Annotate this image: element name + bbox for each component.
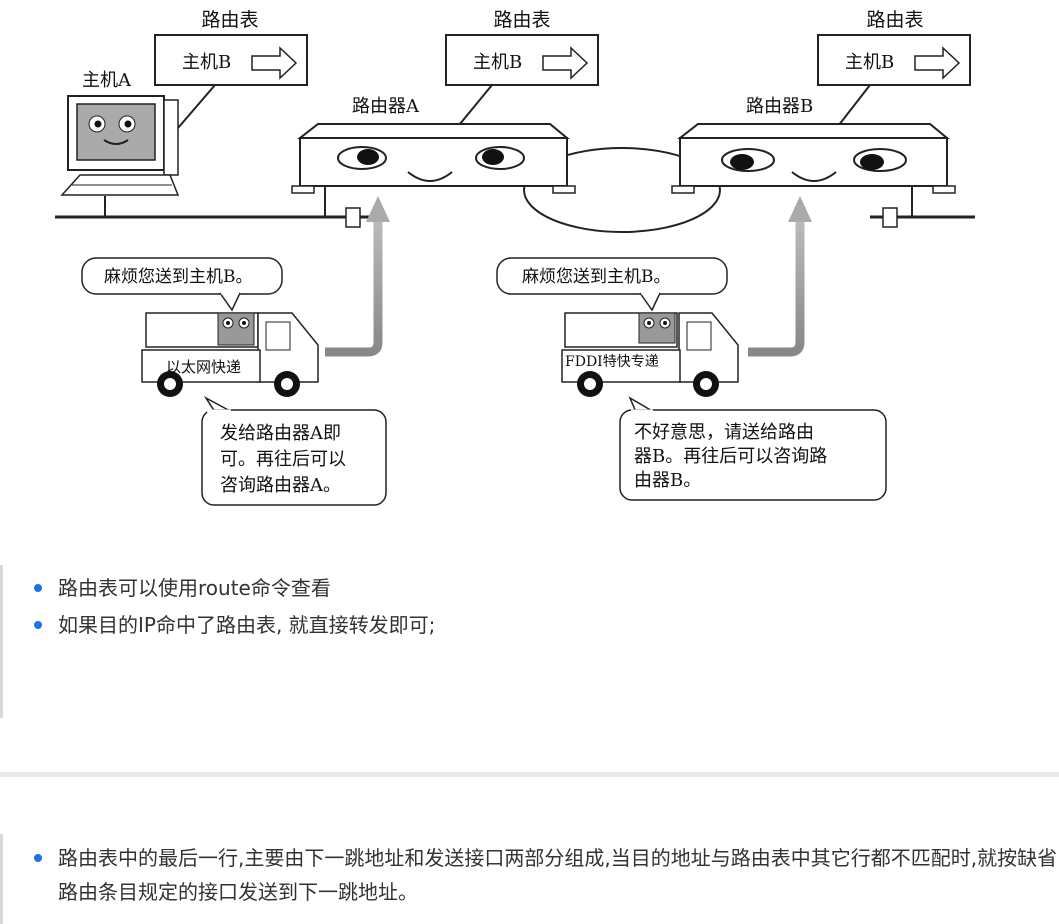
routing-table-label: 路由表 <box>201 9 258 31</box>
list-item: 路由表中的最后一行,主要由下一跳地址和发送接口两部分组成,当目的地址与路由表中其… <box>32 841 1058 909</box>
table-entry-text: 主机B <box>473 52 522 73</box>
notes-block-2: 路由表中的最后一行,主要由下一跳地址和发送接口两部分组成,当目的地址与路由表中其… <box>0 834 1059 924</box>
quote-bar <box>0 565 3 718</box>
section-separator <box>0 772 1059 777</box>
host-a-label: 主机A <box>82 70 132 91</box>
table-entry-text: 主机B <box>845 52 894 73</box>
reply-bubble-router-a: 发给路由器A即 可。再往后可以 咨询路由器A。 <box>201 395 387 506</box>
truck-ethernet-label: 以太网快递 <box>166 358 241 376</box>
request-bubble-2: 麻烦您送到主机B。 <box>496 257 728 312</box>
ethernet-truck: 以太网快递 <box>141 312 319 397</box>
routing-table-label: 路由表 <box>866 9 923 31</box>
request-bubble-1: 麻烦您送到主机B。 <box>81 257 283 312</box>
routing-table-1: 路由表 主机B <box>154 9 308 129</box>
reply-a-line: 咨询路由器A。 <box>220 475 341 496</box>
note-list: 路由表中的最后一行,主要由下一跳地址和发送接口两部分组成,当目的地址与路由表中其… <box>32 841 1058 909</box>
router-b-label: 路由器B <box>746 96 813 117</box>
fddi-ring <box>523 147 721 233</box>
reply-a-line: 可。再往后可以 <box>220 449 346 470</box>
reply-b-line: 器B。再往后可以咨询路 <box>634 446 827 467</box>
router-a: 路由器A <box>291 96 576 228</box>
notes-block-1: 路由表可以使用route命令查看 如果目的IP命中了路由表, 就直接转发即可; <box>0 550 1059 720</box>
routing-table-label: 路由表 <box>493 9 550 31</box>
quote-bar <box>0 834 3 924</box>
router-b: 路由器B <box>671 96 956 228</box>
list-item: 如果目的IP命中了路由表, 就直接转发即可; <box>32 608 435 642</box>
reply-b-line: 不好意思，请送给路由 <box>634 422 814 443</box>
router-a-label: 路由器A <box>352 96 420 117</box>
routing-diagram: 路由表 主机B 路由表 主机B 路由表 主机B 主机A 路由器A <box>55 9 975 506</box>
forward-arrow-2 <box>748 220 805 357</box>
routing-table-2: 路由表 主机B <box>445 9 599 131</box>
bubble-request-text: 麻烦您送到主机B。 <box>104 267 253 287</box>
forward-arrow-1 <box>325 220 383 357</box>
bubble-request-text: 麻烦您送到主机B。 <box>522 267 671 287</box>
host-a-computer: 主机A <box>60 70 180 217</box>
table-entry-text: 主机B <box>182 52 231 73</box>
truck-fddi-label: FDDI特快专递 <box>565 354 659 370</box>
reply-b-line: 由器B。 <box>634 470 701 491</box>
fddi-truck: FDDI特快专递 <box>561 312 739 397</box>
reply-a-line: 发给路由器A即 <box>220 423 341 444</box>
routing-table-3: 路由表 主机B <box>817 9 971 131</box>
list-item: 路由表可以使用route命令查看 <box>32 571 435 605</box>
note-list: 路由表可以使用route命令查看 如果目的IP命中了路由表, 就直接转发即可; <box>32 571 435 642</box>
reply-bubble-router-b: 不好意思，请送给路由 器B。再往后可以咨询路 由器B。 <box>619 396 887 501</box>
